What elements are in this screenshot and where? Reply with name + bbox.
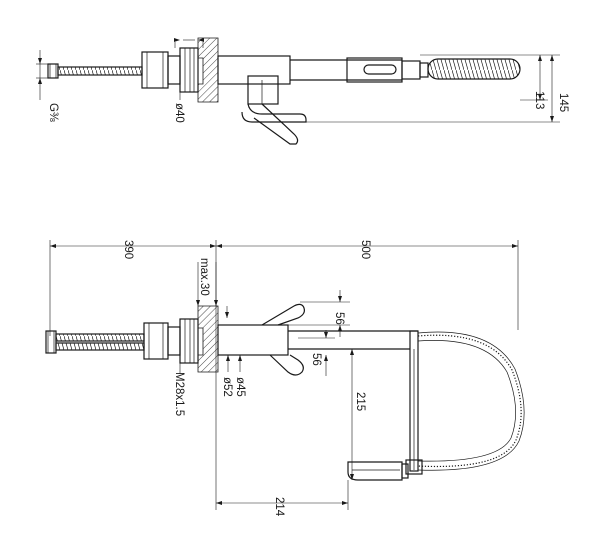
deck-thickness-label: max.30 xyxy=(198,258,210,296)
deck-thickness-dim: max.30 xyxy=(196,258,218,306)
supply-hose-top xyxy=(47,63,143,79)
deck-section-top xyxy=(197,37,219,103)
diameter-label-body: ø45 xyxy=(234,377,246,397)
top-view: G⅜ xyxy=(36,37,569,145)
mounting-nut-top xyxy=(141,47,199,93)
spout-projection-dim: 214 xyxy=(216,480,349,517)
thread-label-side: M28x1.5 xyxy=(173,372,185,416)
spray-head-side xyxy=(347,461,409,481)
thread-dim-top: G⅜ xyxy=(36,50,59,122)
pull-out-hose xyxy=(405,331,525,475)
thread-label-top: G⅜ xyxy=(47,103,59,122)
faucet-body-side xyxy=(217,303,419,472)
deck-section-side xyxy=(197,305,219,373)
height-label-113: 113 xyxy=(533,91,545,109)
faucet-body-top xyxy=(217,55,521,145)
mounting-nut-side xyxy=(143,318,199,364)
lever-label-upper: 56 xyxy=(333,312,345,325)
lever-label-lower: 56 xyxy=(310,353,322,366)
reach-label-500: 500 xyxy=(359,240,371,259)
base-dims-side: ø45 ø52 M28x1.5 xyxy=(173,306,246,416)
diameter-label-top: ø40 xyxy=(173,103,185,123)
height-label-145: 145 xyxy=(557,93,569,112)
lever-dims: 56 56 xyxy=(288,290,350,376)
diameter-label-base: ø52 xyxy=(221,377,233,397)
side-view: 390 500 max.30 xyxy=(45,240,525,517)
reach-dims: 390 500 xyxy=(49,240,519,510)
spout-projection-label: 214 xyxy=(273,497,285,517)
reach-label-390: 390 xyxy=(122,240,134,259)
supply-hose-side xyxy=(45,330,145,354)
spout-drop-dim: 215 xyxy=(343,348,410,480)
height-dims-top: 113 145 xyxy=(300,54,569,123)
diameter-dim-top: ø40 xyxy=(173,38,204,123)
spout-drop-label: 215 xyxy=(354,392,366,411)
